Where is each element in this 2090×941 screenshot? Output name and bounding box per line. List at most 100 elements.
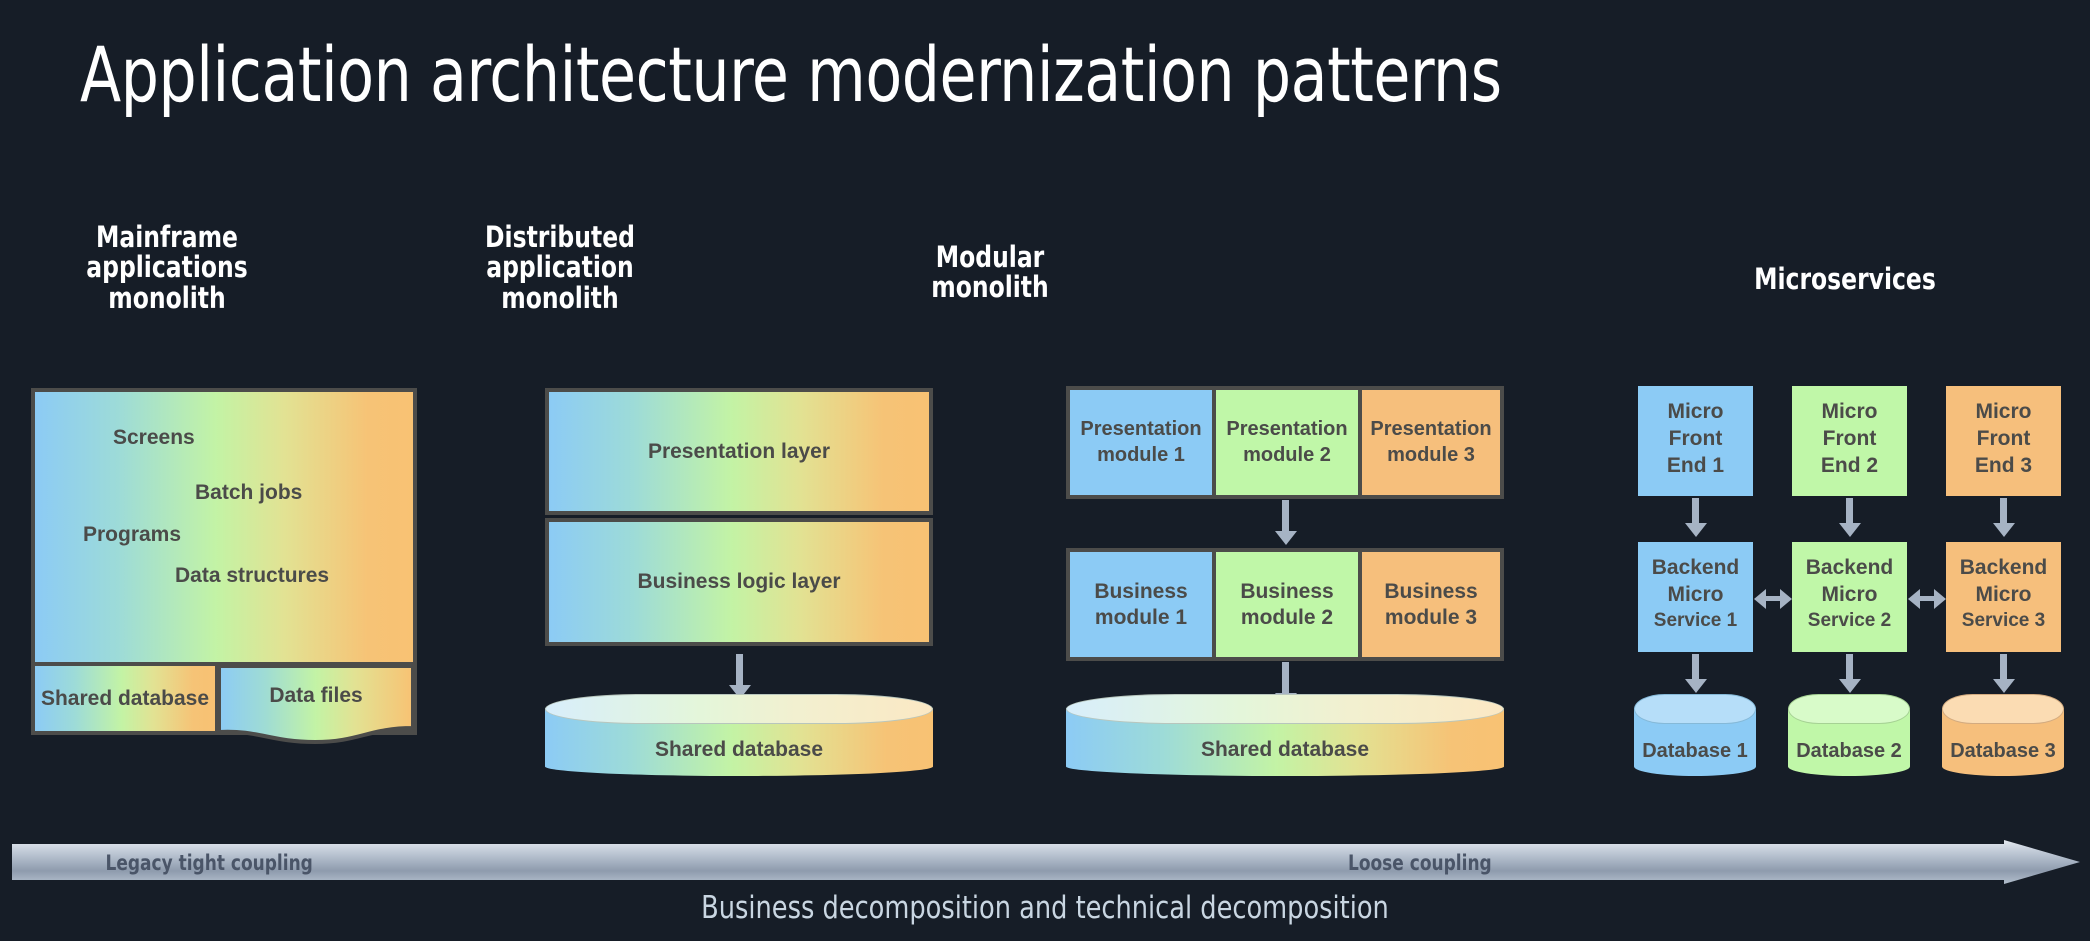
header-line: applications: [86, 250, 248, 285]
modular-presentation-module-3: Presentation module 3: [1362, 390, 1500, 495]
backend-label-line2: Micro: [1821, 583, 1878, 606]
backend2-to-database2-arrow: [1846, 654, 1853, 680]
column-header-microservices: Microservices: [1715, 262, 1976, 296]
module-label-line2: module 3: [1387, 444, 1475, 466]
modular-presentation-module-2: Presentation module 2: [1216, 390, 1358, 495]
micro-frontend-3: Micro Front End 3: [1946, 386, 2061, 496]
mainframe-data-files-label: Data files: [269, 684, 363, 707]
micro-frontend-1: Micro Front End 1: [1638, 386, 1753, 496]
distributed-shared-database: Shared database: [545, 694, 933, 776]
mfe1-to-backend1-arrow: [1692, 498, 1699, 524]
mainframe-shared-database: Shared database: [35, 666, 215, 731]
microservice-database-3: Database 3: [1942, 694, 2064, 776]
mfe-label-line3: End 1: [1666, 454, 1725, 477]
module-label-line2: module 3: [1384, 606, 1478, 629]
distributed-presentation-layer: Presentation layer: [545, 388, 933, 515]
header-line: Mainframe: [95, 220, 239, 254]
modular-business-module-1: Business module 1: [1070, 552, 1212, 657]
backend-label-line1: Backend: [1959, 556, 2048, 579]
diagram-caption: Business decomposition and technical dec…: [701, 890, 1389, 926]
modular-business-module-2: Business module 2: [1216, 552, 1358, 657]
microservice-database-2-label: Database 2: [1796, 740, 1902, 762]
modular-presentation-module-1: Presentation module 1: [1070, 390, 1212, 495]
mfe-label-line1: Micro: [1975, 400, 2032, 423]
backend3-to-database3-arrow: [2000, 654, 2007, 680]
backend-label-line2: Micro: [1667, 583, 1724, 606]
header-line: monolith: [501, 280, 619, 315]
header-line: monolith: [931, 270, 1049, 305]
cylinder-top: [1788, 694, 1910, 724]
backend-label-line1: Backend: [1805, 556, 1894, 579]
backend2-backend3-link-arrow: [1920, 596, 1934, 601]
modular-business-to-database-arrow: [1282, 662, 1289, 694]
mfe-label-line1: Micro: [1667, 400, 1724, 423]
distributed-flow-arrow: [736, 654, 743, 686]
backend-label-line3: Service 1: [1653, 610, 1738, 631]
microservice-database-1: Database 1: [1634, 694, 1756, 776]
backend-microservice-3: Backend Micro Service 3: [1946, 542, 2061, 652]
coupling-spectrum-arrow: Legacy tight coupling Loose coupling: [12, 840, 2080, 884]
module-label-line1: Business: [1384, 580, 1478, 603]
mfe-label-line1: Micro: [1821, 400, 1878, 423]
header-line: Microservices: [1754, 262, 1936, 296]
module-label-line2: module 2: [1240, 606, 1334, 629]
mainframe-data-files: [219, 666, 413, 744]
column-header-distributed: Distributed application monolith: [430, 220, 691, 315]
distributed-business-logic-layer-label: Business logic layer: [637, 570, 841, 593]
cylinder-top: [1066, 694, 1504, 724]
mfe-label-line3: End 2: [1820, 454, 1879, 477]
header-line: Distributed: [485, 220, 635, 254]
spectrum-left-label: Legacy tight coupling: [105, 851, 313, 875]
header-line: monolith: [108, 280, 226, 315]
microservice-database-2: Database 2: [1788, 694, 1910, 776]
mainframe-monolith-block: Screens Batch jobs Programs Data structu…: [31, 388, 417, 744]
mfe-label-line2: Front: [1976, 427, 2031, 450]
mfe-label-line3: End 3: [1974, 454, 2033, 477]
cylinder-top: [1942, 694, 2064, 724]
mainframe-core-area: Screens Batch jobs Programs Data structu…: [35, 392, 413, 662]
mainframe-item-batch-jobs: Batch jobs: [195, 481, 303, 504]
backend-microservice-2: Backend Micro Service 2: [1792, 542, 1907, 652]
backend-label-line2: Micro: [1975, 583, 2032, 606]
cylinder-top: [1634, 694, 1756, 724]
module-label-line1: Business: [1240, 580, 1334, 603]
modular-presentation-to-business-arrow: [1282, 500, 1289, 532]
module-label-line2: module 2: [1243, 444, 1331, 466]
distributed-business-logic-layer: Business logic layer: [545, 518, 933, 646]
microservice-database-3-label: Database 3: [1950, 740, 2056, 762]
backend-label-line1: Backend: [1651, 556, 1740, 579]
module-label-line2: module 1: [1094, 606, 1188, 629]
header-line: Modular: [935, 240, 1045, 274]
distributed-presentation-layer-label: Presentation layer: [647, 440, 831, 463]
module-label-line1: Presentation: [1370, 418, 1492, 440]
backend1-to-database1-arrow: [1692, 654, 1699, 680]
backend-label-line3: Service 3: [1961, 610, 2046, 631]
module-label-line1: Presentation: [1226, 418, 1348, 440]
backend-label-line3: Service 2: [1807, 610, 1892, 631]
mfe-label-line2: Front: [1822, 427, 1877, 450]
modular-shared-database: Shared database: [1066, 694, 1504, 776]
mfe-label-line2: Front: [1668, 427, 1723, 450]
modular-business-module-3: Business module 3: [1362, 552, 1500, 657]
page-title: Application architecture modernization p…: [80, 30, 1502, 119]
module-label-line2: module 1: [1097, 444, 1185, 466]
module-label-line1: Business: [1094, 580, 1188, 603]
mainframe-item-screens: Screens: [113, 426, 195, 449]
modular-shared-database-label: Shared database: [1200, 738, 1370, 761]
mfe2-to-backend2-arrow: [1846, 498, 1853, 524]
backend1-backend2-link-arrow: [1766, 596, 1780, 601]
micro-frontend-2: Micro Front End 2: [1792, 386, 1907, 496]
modular-business-group: Business module 1 Business module 2 Busi…: [1066, 548, 1504, 661]
mainframe-item-programs: Programs: [83, 523, 182, 546]
microservice-database-1-label: Database 1: [1642, 740, 1748, 762]
cylinder-top: [545, 694, 933, 724]
modular-presentation-group: Presentation module 1 Presentation modul…: [1066, 386, 1504, 499]
mainframe-item-data-structures: Data structures: [175, 564, 330, 587]
column-header-mainframe: Mainframe applications monolith: [37, 220, 298, 315]
mainframe-shared-database-label: Shared database: [40, 687, 210, 710]
header-line: application: [486, 250, 634, 285]
spectrum-right-label: Loose coupling: [1347, 851, 1492, 875]
distributed-shared-database-label: Shared database: [654, 738, 824, 761]
module-label-line1: Presentation: [1080, 418, 1202, 440]
